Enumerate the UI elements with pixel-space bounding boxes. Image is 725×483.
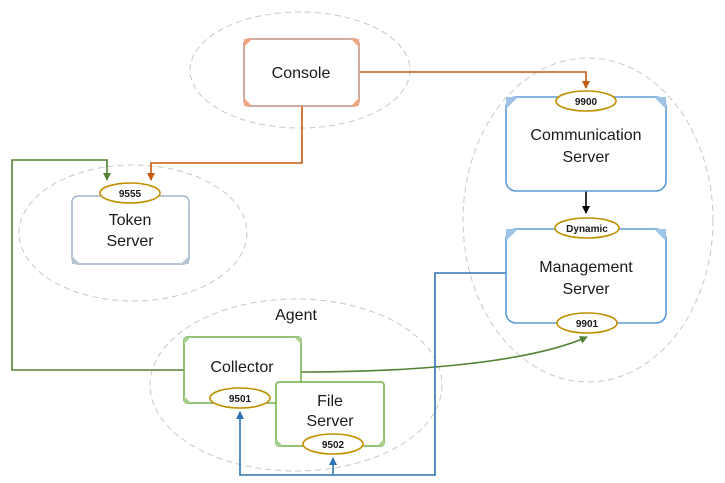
communication-server-label-line2: Server — [562, 149, 610, 166]
collector-node: Collector — [183, 336, 302, 404]
port-badge-management-dynamic: Dynamic — [554, 217, 620, 239]
edge-collector-to-token — [11, 159, 184, 371]
server-group-ellipse — [462, 57, 714, 383]
management-server-label-line2: Server — [562, 281, 610, 298]
svg-text:9555: 9555 — [119, 189, 142, 200]
port-badge-communication: 9900 — [555, 90, 617, 112]
management-server-node: Management Server — [505, 228, 667, 324]
management-server-label-line1: Management — [539, 259, 633, 276]
file-server-label-line1: File — [317, 393, 343, 410]
edge-console-to-communication — [358, 71, 590, 89]
port-badge-management-9901: 9901 — [556, 312, 618, 334]
svg-text:9502: 9502 — [322, 440, 345, 451]
edge-console-to-token — [147, 106, 303, 181]
console-group-ellipse — [189, 11, 411, 129]
file-server-node: File Server — [275, 381, 385, 447]
console-label: Console — [272, 65, 331, 82]
svg-text:9900: 9900 — [575, 97, 598, 108]
agent-group-ellipse — [149, 298, 443, 472]
edge-collector-to-management — [299, 336, 588, 373]
port-badge-file-server: 9502 — [302, 433, 364, 455]
token-server-label-line2: Server — [106, 233, 154, 250]
port-badge-token: 9555 — [99, 182, 161, 204]
token-server-label-line1: Token — [109, 212, 152, 229]
token-server-node: Token Server — [71, 195, 190, 265]
agent-group-label: Agent — [275, 307, 317, 324]
console-node: Console — [243, 38, 360, 107]
port-badge-collector: 9501 — [209, 387, 271, 409]
token-group-ellipse — [18, 164, 248, 302]
file-server-label-line2: Server — [306, 413, 354, 430]
svg-text:9501: 9501 — [229, 394, 252, 405]
collector-label: Collector — [210, 359, 274, 376]
edge-management-to-agent — [236, 272, 506, 476]
svg-text:Dynamic: Dynamic — [566, 224, 608, 235]
communication-server-label-line1: Communication — [530, 127, 641, 144]
svg-text:9901: 9901 — [576, 319, 599, 330]
